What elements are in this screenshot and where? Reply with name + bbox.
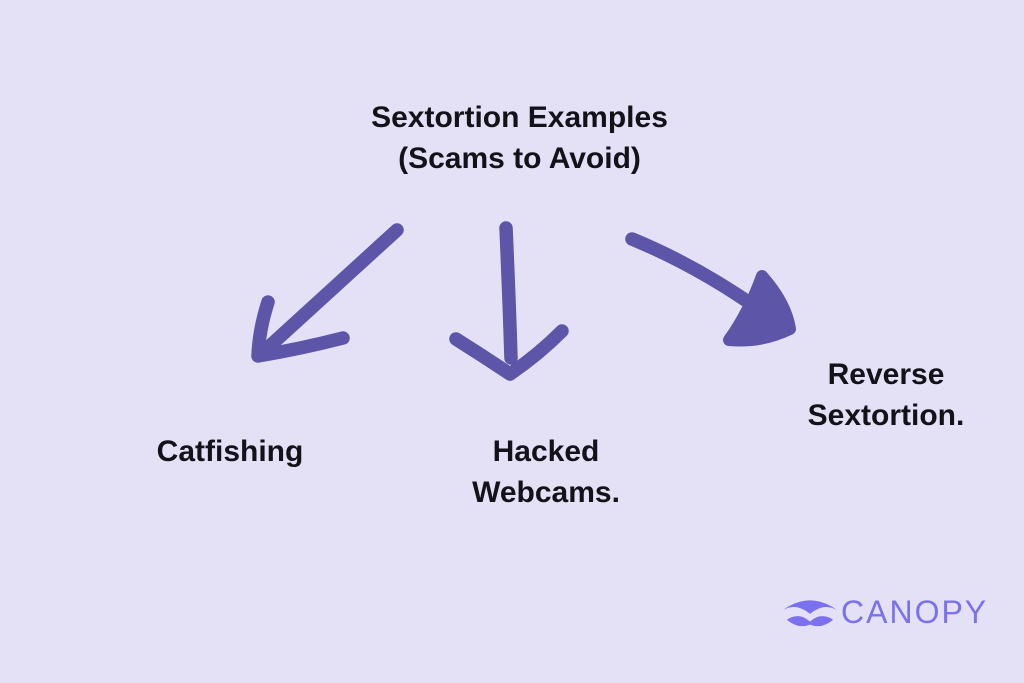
label-catfishing-text: Catfishing xyxy=(156,435,304,468)
canopy-logo-icon xyxy=(782,600,838,627)
diagram-title-line1: Sextortion Examples xyxy=(371,101,668,134)
arrow-down-right-icon xyxy=(625,232,796,347)
arrow-down-left-icon xyxy=(251,223,404,363)
canopy-logo: CANOPY xyxy=(781,592,988,632)
diagram-title: Sextortion Examples (Scams to Avoid) xyxy=(0,97,1024,179)
label-hacked-webcams-line1: Hacked xyxy=(492,435,600,468)
arrow-down-icon xyxy=(449,221,569,381)
label-catfishing: Catfishing xyxy=(80,431,380,472)
label-reverse-sextortion-line1: Reverse xyxy=(827,358,945,391)
label-hacked-webcams: Hacked Webcams. xyxy=(396,431,696,513)
label-reverse-sextortion: Reverse Sextortion. xyxy=(736,354,1024,436)
label-hacked-webcams-line2: Webcams. xyxy=(472,476,620,509)
canopy-logo-wordmark: CANOPY xyxy=(841,594,989,630)
diagram-title-line2: (Scams to Avoid) xyxy=(398,142,641,175)
label-reverse-sextortion-line2: Sextortion. xyxy=(807,399,965,432)
